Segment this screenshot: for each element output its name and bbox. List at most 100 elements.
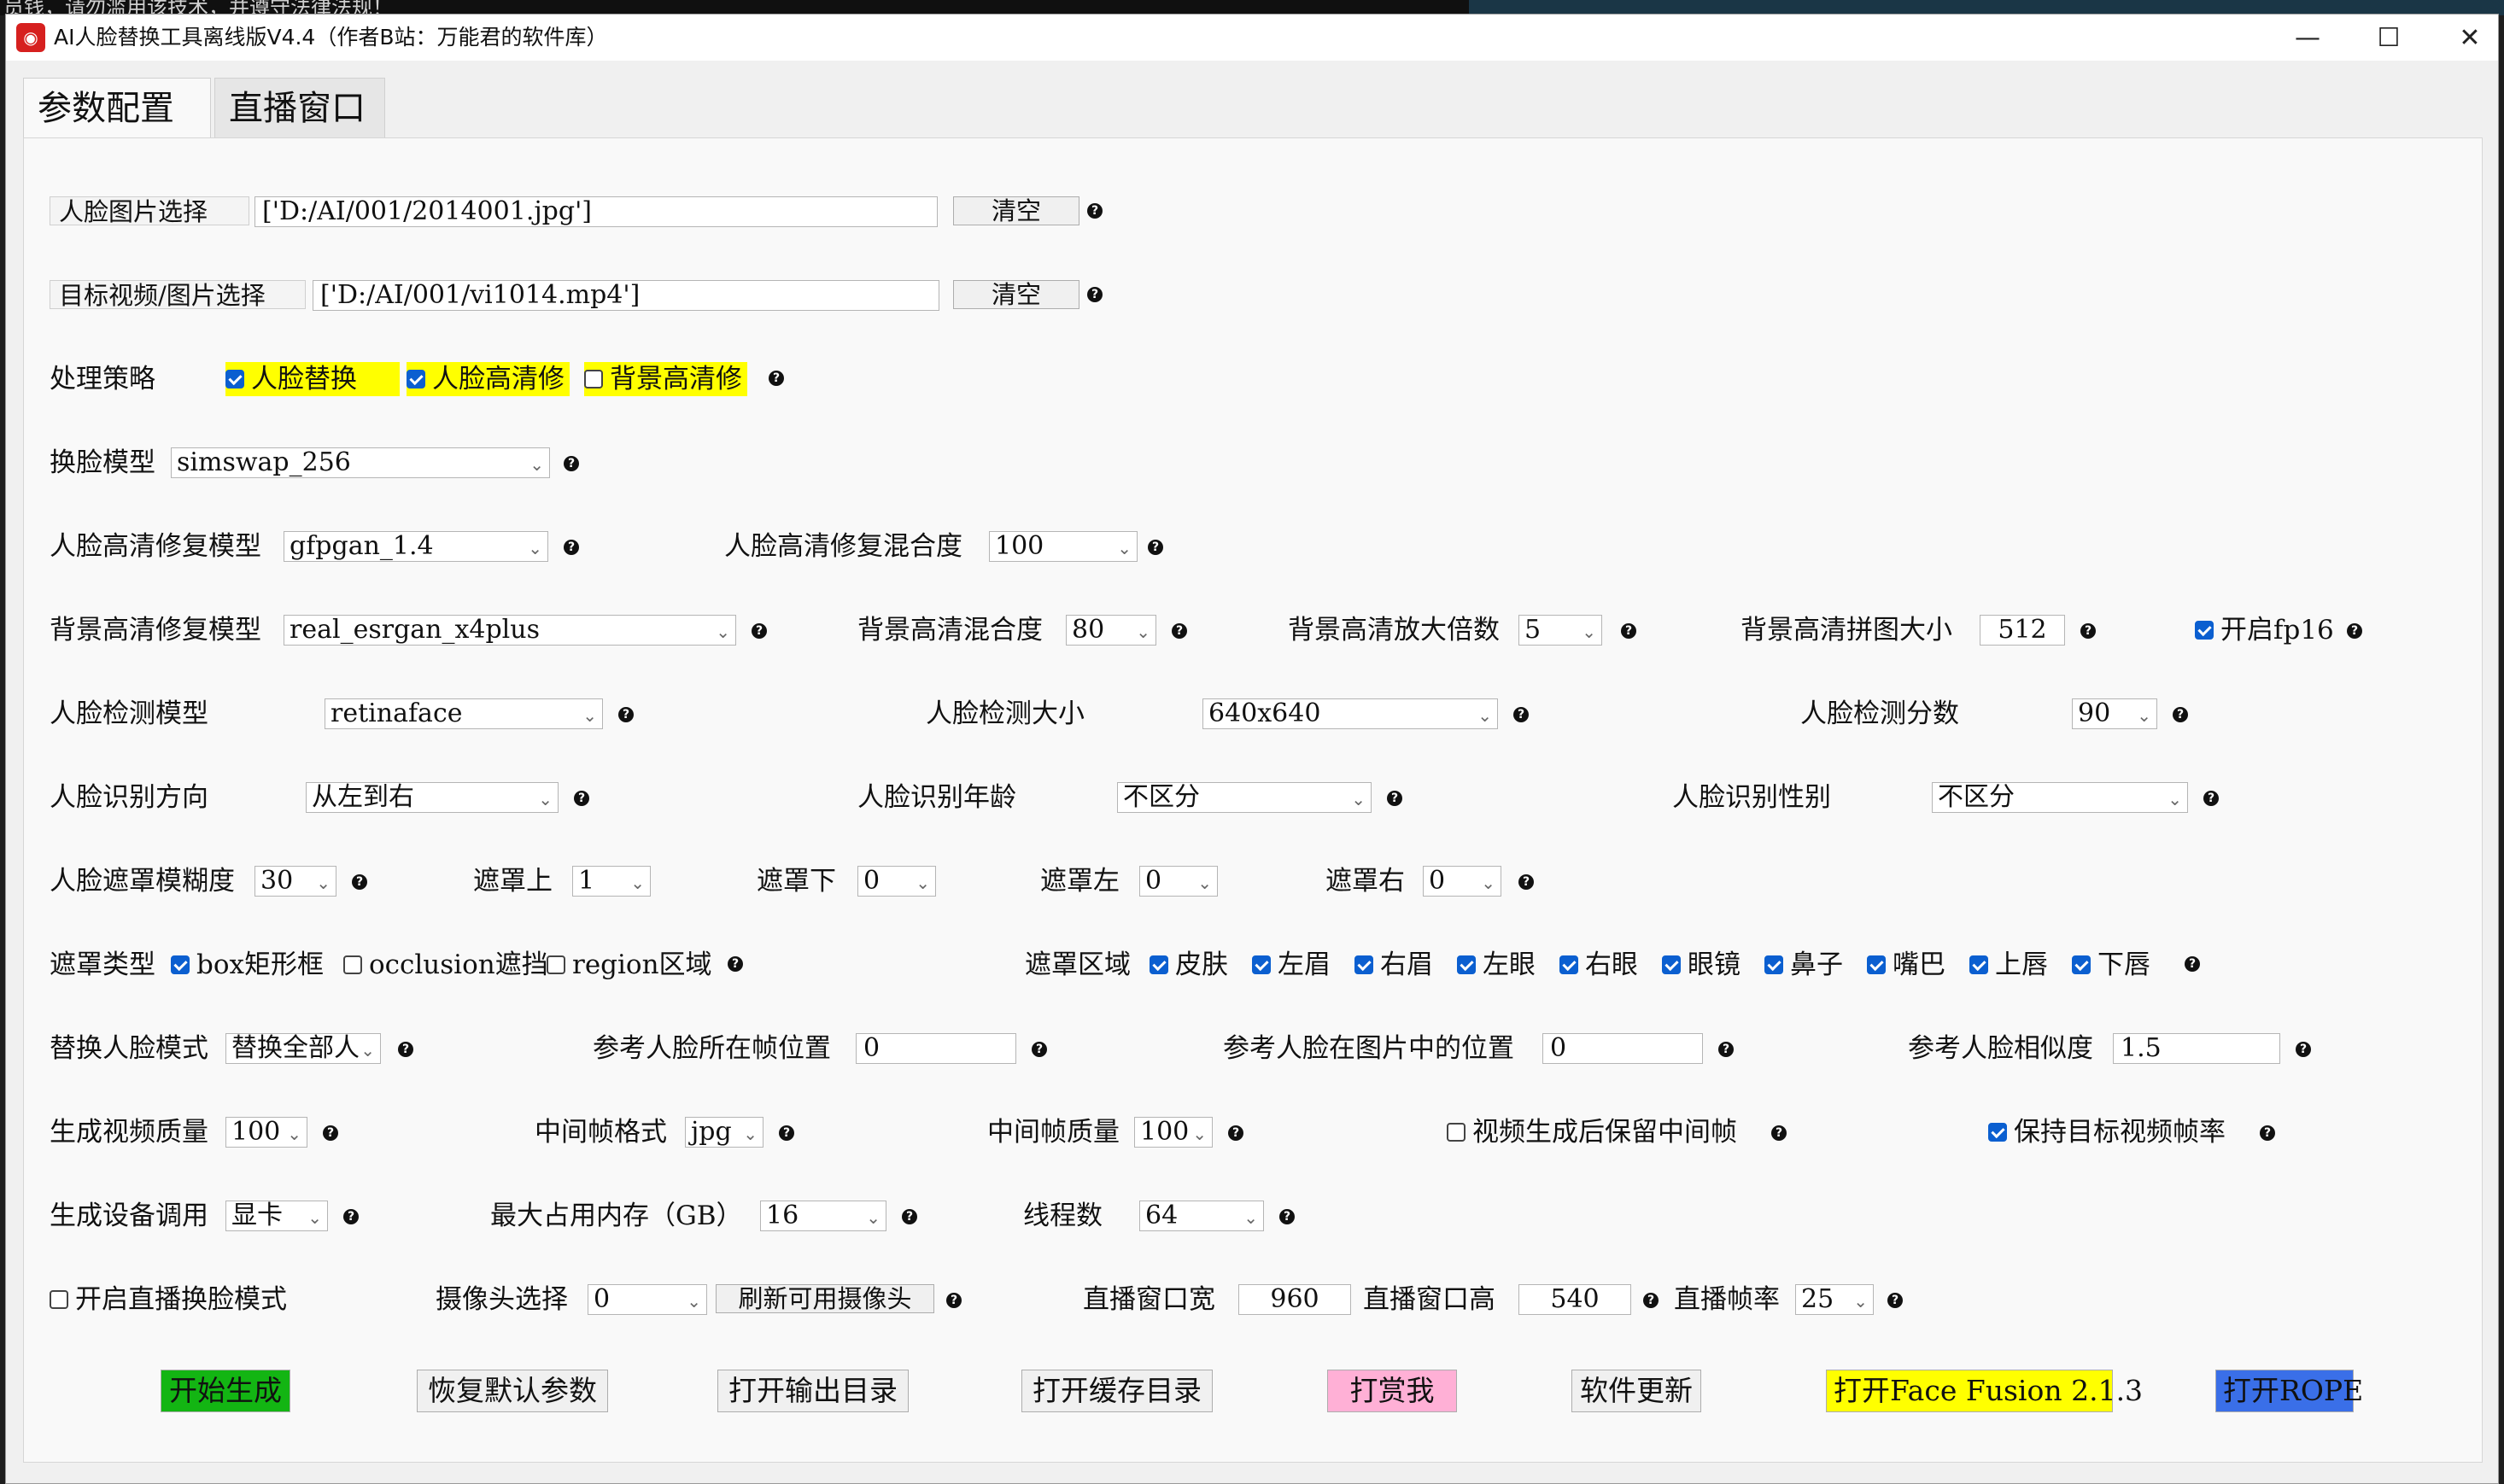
- target-clear-button[interactable]: 清空: [953, 280, 1079, 309]
- help-icon[interactable]: ?: [946, 1293, 962, 1308]
- mask-bottom-select[interactable]: 0⌄: [857, 866, 936, 897]
- help-icon[interactable]: ?: [1087, 203, 1103, 219]
- software-update-button[interactable]: 软件更新: [1571, 1370, 1701, 1412]
- face-swap-checkbox[interactable]: 人脸替换: [225, 362, 400, 396]
- mask-right-select[interactable]: 0⌄: [1423, 866, 1501, 897]
- live-width-input[interactable]: 960: [1238, 1284, 1351, 1315]
- help-icon[interactable]: ?: [2173, 707, 2188, 722]
- close-button[interactable]: ✕: [2459, 22, 2481, 53]
- bg-tile-input[interactable]: 512: [1980, 615, 2065, 646]
- mask-box-checkbox[interactable]: box矩形框: [171, 948, 324, 982]
- help-icon[interactable]: ?: [1887, 1293, 1903, 1308]
- target-select-button[interactable]: 目标视频/图片选择: [50, 280, 306, 310]
- minimize-button[interactable]: —: [2295, 22, 2320, 53]
- recog-dir-select[interactable]: 从左到右⌄: [306, 782, 559, 813]
- reset-defaults-button[interactable]: 恢复默认参数: [417, 1370, 608, 1412]
- help-icon[interactable]: ?: [352, 874, 367, 890]
- help-icon[interactable]: ?: [1771, 1125, 1787, 1141]
- help-icon[interactable]: ?: [752, 623, 767, 639]
- face-image-select-button[interactable]: 人脸图片选择: [50, 196, 249, 226]
- help-icon[interactable]: ?: [2260, 1125, 2275, 1141]
- help-icon[interactable]: ?: [564, 540, 579, 555]
- help-icon[interactable]: ?: [1518, 874, 1534, 890]
- help-icon[interactable]: ?: [564, 456, 579, 471]
- help-icon[interactable]: ?: [1087, 287, 1103, 302]
- help-icon[interactable]: ?: [902, 1209, 917, 1224]
- detect-score-select[interactable]: 90⌄: [2072, 698, 2157, 729]
- mask-left-select[interactable]: 0⌄: [1139, 866, 1218, 897]
- help-icon[interactable]: ?: [1621, 623, 1636, 639]
- keep-frames-checkbox[interactable]: 视频生成后保留中间帧: [1447, 1115, 1737, 1149]
- ref-pos-input[interactable]: 0: [1542, 1033, 1703, 1064]
- help-icon[interactable]: ?: [574, 791, 589, 806]
- bg-enhance-checkbox[interactable]: 背景高清修: [584, 362, 747, 396]
- tab-live[interactable]: 直播窗口: [214, 78, 385, 137]
- help-icon[interactable]: ?: [1513, 707, 1529, 722]
- target-path-input[interactable]: ['D:/AI/001/vi1014.mp4']: [313, 280, 939, 311]
- detect-size-select[interactable]: 640x640⌄: [1202, 698, 1498, 729]
- device-select[interactable]: 显卡⌄: [225, 1201, 328, 1231]
- ref-sim-input[interactable]: 1.5: [2113, 1033, 2280, 1064]
- open-face-fusion-button[interactable]: 打开Face Fusion 2.1.3: [1826, 1370, 2143, 1412]
- mask-occlusion-checkbox[interactable]: occlusion遮挡: [343, 948, 548, 982]
- help-icon[interactable]: ?: [1643, 1293, 1659, 1308]
- region-glasses-checkbox[interactable]: 眼镜: [1662, 948, 1741, 982]
- help-icon[interactable]: ?: [1228, 1125, 1243, 1141]
- recog-gender-select[interactable]: 不区分⌄: [1932, 782, 2188, 813]
- fp16-checkbox[interactable]: 开启fp16: [2195, 613, 2334, 647]
- swap-model-select[interactable]: simswap_256⌄: [171, 447, 550, 478]
- open-cache-button[interactable]: 打开缓存目录: [1021, 1370, 1213, 1412]
- detect-model-select[interactable]: retinaface⌄: [325, 698, 603, 729]
- ref-frame-input[interactable]: 0: [856, 1033, 1016, 1064]
- region-lower-lip-checkbox[interactable]: 下唇: [2072, 948, 2150, 982]
- live-mode-checkbox[interactable]: 开启直播换脸模式: [50, 1282, 287, 1317]
- donate-button[interactable]: 打赏我: [1327, 1370, 1457, 1412]
- face-enhance-model-select[interactable]: gfpgan_1.4⌄: [284, 531, 548, 562]
- live-height-input[interactable]: 540: [1518, 1284, 1631, 1315]
- frame-quality-select[interactable]: 100⌄: [1134, 1117, 1213, 1148]
- help-icon[interactable]: ?: [728, 956, 743, 972]
- mask-blur-select[interactable]: 30⌄: [254, 866, 336, 897]
- bg-blend-select[interactable]: 80⌄: [1066, 615, 1156, 646]
- open-rope-button[interactable]: 打开ROPE: [2215, 1370, 2363, 1412]
- help-icon[interactable]: ?: [1032, 1042, 1047, 1057]
- recog-age-select[interactable]: 不区分⌄: [1117, 782, 1372, 813]
- region-skin-checkbox[interactable]: 皮肤: [1150, 948, 1228, 982]
- face-image-clear-button[interactable]: 清空: [953, 196, 1079, 225]
- face-enhance-checkbox[interactable]: 人脸高清修: [407, 362, 570, 396]
- live-fps-select[interactable]: 25⌄: [1795, 1284, 1874, 1315]
- help-icon[interactable]: ?: [2347, 623, 2362, 639]
- region-nose-checkbox[interactable]: 鼻子: [1764, 948, 1843, 982]
- open-output-button[interactable]: 打开输出目录: [717, 1370, 909, 1412]
- help-icon[interactable]: ?: [343, 1209, 359, 1224]
- mask-top-select[interactable]: 1⌄: [572, 866, 651, 897]
- face-image-path-input[interactable]: ['D:/AI/001/2014001.jpg']: [254, 196, 938, 227]
- help-icon[interactable]: ?: [1718, 1042, 1734, 1057]
- region-upper-lip-checkbox[interactable]: 上唇: [1969, 948, 2048, 982]
- tab-config[interactable]: 参数配置: [23, 78, 211, 137]
- help-icon[interactable]: ?: [1279, 1209, 1295, 1224]
- region-left-eyebrow-checkbox[interactable]: 左眉: [1252, 948, 1331, 982]
- frame-format-select[interactable]: jpg⌄: [685, 1117, 763, 1148]
- help-icon[interactable]: ?: [2296, 1042, 2311, 1057]
- start-button[interactable]: 开始生成: [161, 1370, 290, 1412]
- help-icon[interactable]: ?: [2080, 623, 2096, 639]
- help-icon[interactable]: ?: [769, 371, 784, 386]
- bg-enhance-model-select[interactable]: real_esrgan_x4plus⌄: [284, 615, 736, 646]
- help-icon[interactable]: ?: [1172, 623, 1187, 639]
- camera-select[interactable]: 0⌄: [588, 1284, 707, 1315]
- help-icon[interactable]: ?: [779, 1125, 794, 1141]
- refresh-camera-button[interactable]: 刷新可用摄像头: [716, 1284, 934, 1313]
- max-memory-select[interactable]: 16⌄: [760, 1201, 886, 1231]
- region-mouth-checkbox[interactable]: 嘴巴: [1867, 948, 1945, 982]
- replace-mode-select[interactable]: 替换全部人⌄: [225, 1033, 381, 1064]
- face-blend-select[interactable]: 100⌄: [989, 531, 1138, 562]
- region-left-eye-checkbox[interactable]: 左眼: [1457, 948, 1536, 982]
- help-icon[interactable]: ?: [2203, 791, 2219, 806]
- help-icon[interactable]: ?: [1148, 540, 1163, 555]
- region-right-eye-checkbox[interactable]: 右眼: [1559, 948, 1638, 982]
- region-right-eyebrow-checkbox[interactable]: 右眉: [1354, 948, 1433, 982]
- threads-select[interactable]: 64⌄: [1139, 1201, 1264, 1231]
- maximize-button[interactable]: ☐: [2377, 22, 2401, 53]
- help-icon[interactable]: ?: [618, 707, 634, 722]
